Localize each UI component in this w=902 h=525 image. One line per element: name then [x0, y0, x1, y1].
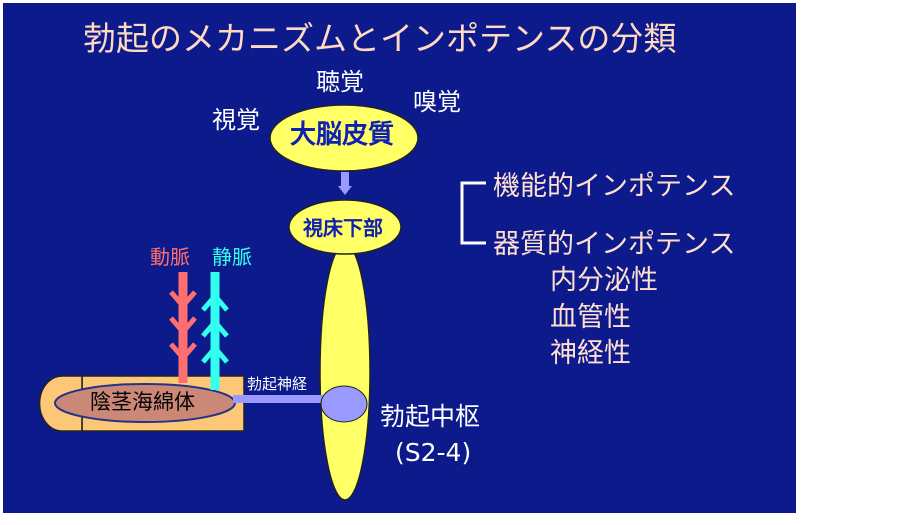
cerebral-cortex-label: 大脳皮質 [290, 120, 395, 150]
spinal-cord-shape [319, 243, 371, 501]
classification-bracket [460, 181, 486, 245]
hypothalamus-label: 視床下部 [303, 216, 383, 240]
organic-impotence-label: 器質的インポテンス [493, 229, 736, 260]
functional-impotence-label: 機能的インポテンス [493, 171, 736, 202]
vein-arrow-icon [201, 272, 229, 390]
brain-hypothalamus-connector [341, 172, 349, 188]
erection-center-code: (S2-4) [395, 438, 472, 467]
vein-label: 静脈 [212, 245, 252, 269]
neurogenic-type-label: 神経性 [550, 338, 631, 369]
sight-label: 視覚 [212, 106, 260, 134]
vascular-type-label: 血管性 [550, 302, 631, 333]
corpus-cavernosum-label: 陰茎海綿体 [90, 390, 195, 414]
erection-center-shape [320, 385, 368, 423]
erection-center-label: 勃起中枢 [380, 402, 481, 431]
hypothalamus-shape [288, 199, 402, 255]
slide-title: 勃起のメカニズムとインポテンスの分類 [83, 19, 677, 58]
endocrine-type-label: 内分泌性 [550, 265, 658, 296]
cerebral-cortex-shape [269, 104, 419, 172]
hearing-label: 聴覚 [316, 68, 364, 96]
connector-arrow-head [338, 186, 352, 195]
erection-nerve-line [233, 395, 333, 403]
erection-nerve-label: 勃起神経 [247, 375, 308, 393]
artery-arrow-icon [169, 272, 197, 383]
artery-label: 動脈 [150, 245, 190, 269]
smell-label: 嗅覚 [413, 88, 461, 116]
